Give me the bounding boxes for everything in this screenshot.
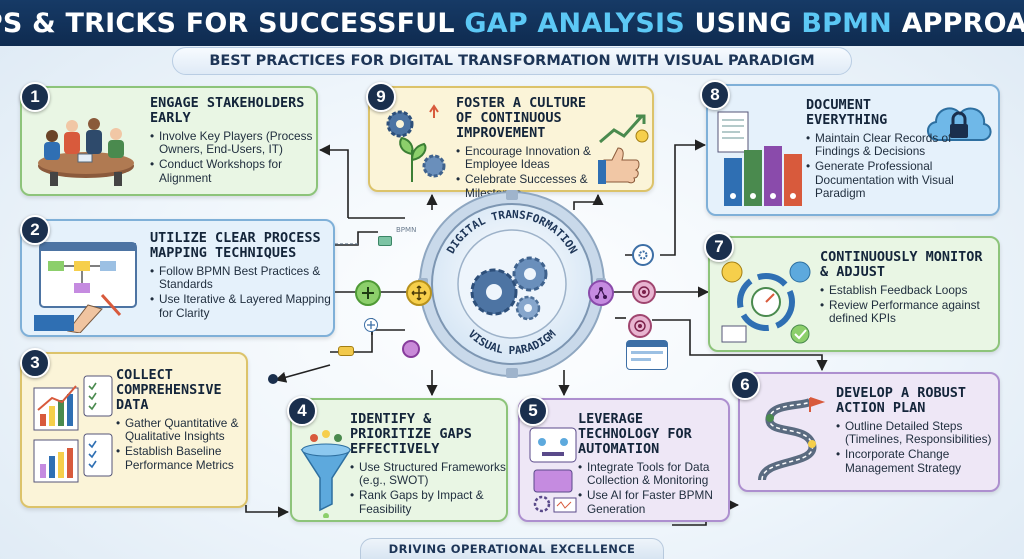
step-4-title: IDENTIFY & PRIORITIZE GAPS EFFECTIVELY bbox=[350, 411, 472, 457]
step-1-badge: 1 bbox=[20, 82, 50, 112]
move-node-icon bbox=[406, 280, 432, 306]
step-9-title: FOSTER A CULTURE OF CONTINUOUS IMPROVEME… bbox=[456, 95, 587, 141]
plant-gears-icon bbox=[386, 104, 446, 182]
step-3-bullet-1: Gather Quantitative & Qualitative Insigh… bbox=[116, 416, 246, 443]
settings-node-icon bbox=[632, 244, 654, 266]
mini-bpmn-label: BPMN bbox=[396, 226, 417, 234]
subtitle: BEST PRACTICES FOR DIGITAL TRANSFORMATIO… bbox=[209, 53, 815, 69]
step-3-bullet-2: Establish Baseline Performance Metrics bbox=[116, 445, 246, 472]
task-mini-icon-2 bbox=[378, 236, 392, 246]
funnel-icon bbox=[300, 430, 352, 518]
step-5-title: LEVERAGE TECHNOLOGY FOR AUTOMATION bbox=[578, 411, 692, 457]
step-card-6: DEVELOP A ROBUST ACTION PLAN Outline Det… bbox=[738, 372, 1000, 492]
step-2-bullet-2: Use Iterative & Layered Mapping for Clar… bbox=[150, 293, 334, 320]
step-5-bullet-1: Integrate Tools for Data Collection & Mo… bbox=[578, 460, 730, 487]
process-mapping-icon bbox=[34, 242, 137, 333]
gateway-node-icon bbox=[364, 318, 378, 332]
automation-robot-icon bbox=[529, 427, 577, 513]
monitor-adjust-cycle-icon bbox=[721, 261, 811, 344]
step-6-bullet-1: Outline Detailed Steps (Timelines, Respo… bbox=[836, 419, 998, 446]
step-card-7: CONTINUOUSLY MONITOR & ADJUST Establish … bbox=[708, 236, 1000, 352]
step-4-badge: 4 bbox=[287, 396, 317, 426]
step-card-4: IDENTIFY & PRIORITIZE GAPS EFFECTIVELY U… bbox=[290, 398, 508, 522]
page-title: TIPS & TRICKS FOR SUCCESSFUL GAP ANALYSI… bbox=[0, 0, 1024, 46]
step-6-badge: 6 bbox=[730, 370, 760, 400]
title-accent-bpmn: BPMN bbox=[801, 7, 892, 39]
target-node-icon-2 bbox=[628, 314, 652, 338]
step-card-3: COLLECT COMPREHENSIVE DATA Gather Quanti… bbox=[20, 352, 248, 508]
step-card-8: DOCUMENT EVERYTHING Maintain Clear Recor… bbox=[706, 84, 1000, 216]
step-2-bullet-1: Follow BPMN Best Practices & Standards bbox=[150, 264, 334, 291]
step-card-5: LEVERAGE TECHNOLOGY FOR AUTOMATION Integ… bbox=[518, 398, 730, 522]
step-9-badge: 9 bbox=[366, 82, 396, 112]
step-7-title: CONTINUOUSLY MONITOR & ADJUST bbox=[820, 249, 983, 280]
action-plan-roadmap-icon bbox=[758, 397, 826, 481]
step-9-bullet-1: Encourage Innovation & Employee Ideas bbox=[456, 144, 606, 171]
step-8-badge: 8 bbox=[700, 80, 730, 110]
step-8-title: DOCUMENT EVERYTHING bbox=[806, 97, 888, 128]
step-6-bullet-2: Incorporate Change Management Strategy bbox=[836, 448, 998, 475]
gears-icon bbox=[470, 256, 548, 321]
title-middle: USING bbox=[694, 7, 792, 39]
footer-ribbon: DRIVING OPERATIONAL EXCELLENCE bbox=[360, 538, 664, 559]
step-4-bullet-1: Use Structured Frameworks (e.g., SWOT) bbox=[350, 460, 506, 487]
step-5-bullet-2: Use AI for Faster BPMN Generation bbox=[578, 489, 730, 516]
step-card-1: ENGAGE STAKEHOLDERS EARLY Involve Key Pl… bbox=[20, 86, 318, 196]
event-node-icon bbox=[402, 340, 420, 358]
step-2-title: UTILIZE CLEAR PROCESS MAPPING TECHNIQUES bbox=[150, 230, 321, 261]
hub-gear-emblem: DIGITAL TRANSFORMATION VISUAL PARADIGM bbox=[418, 190, 606, 378]
target-node-icon bbox=[632, 280, 656, 304]
add-node-icon bbox=[355, 280, 381, 306]
step-3-badge: 3 bbox=[20, 348, 50, 378]
step-1-bullet-1: Involve Key Players (Process Owners, End… bbox=[150, 129, 318, 156]
start-node-icon bbox=[268, 374, 278, 384]
share-node-icon bbox=[588, 280, 614, 306]
step-3-title: COLLECT COMPREHENSIVE DATA bbox=[116, 367, 222, 413]
title-suffix: APPROACH bbox=[901, 7, 1024, 39]
stakeholders-meeting-icon bbox=[38, 118, 134, 186]
dashboard-mini-icon bbox=[626, 340, 668, 370]
step-7-badge: 7 bbox=[704, 232, 734, 262]
data-charts-icon bbox=[33, 375, 113, 483]
step-card-2: UTILIZE CLEAR PROCESS MAPPING TECHNIQUES… bbox=[20, 219, 335, 337]
task-mini-icon bbox=[338, 346, 354, 356]
step-8-bullet-2: Generate Professional Documentation with… bbox=[806, 160, 996, 200]
step-5-badge: 5 bbox=[518, 396, 548, 426]
step-7-bullet-1: Establish Feedback Loops bbox=[820, 283, 998, 297]
step-1-bullet-2: Conduct Workshops for Alignment bbox=[150, 158, 318, 185]
thumbs-up-growth-icon bbox=[598, 114, 649, 184]
subtitle-ribbon: BEST PRACTICES FOR DIGITAL TRANSFORMATIO… bbox=[172, 47, 852, 75]
step-8-bullet-1: Maintain Clear Records of Findings & Dec… bbox=[806, 131, 996, 158]
footer-text: DRIVING OPERATIONAL EXCELLENCE bbox=[388, 542, 636, 556]
step-4-bullet-2: Rank Gaps by Impact & Feasibility bbox=[350, 489, 506, 516]
step-7-bullet-2: Review Performance against defined KPIs bbox=[820, 299, 998, 326]
step-2-badge: 2 bbox=[20, 215, 50, 245]
title-accent-gap-analysis: GAP ANALYSIS bbox=[464, 7, 685, 39]
step-1-title: ENGAGE STAKEHOLDERS EARLY bbox=[150, 95, 305, 126]
step-card-9: FOSTER A CULTURE OF CONTINUOUS IMPROVEME… bbox=[368, 86, 654, 199]
documents-binders-icon bbox=[717, 111, 802, 206]
title-prefix: TIPS & TRICKS FOR SUCCESSFUL bbox=[0, 7, 455, 39]
step-6-title: DEVELOP A ROBUST ACTION PLAN bbox=[836, 385, 967, 416]
